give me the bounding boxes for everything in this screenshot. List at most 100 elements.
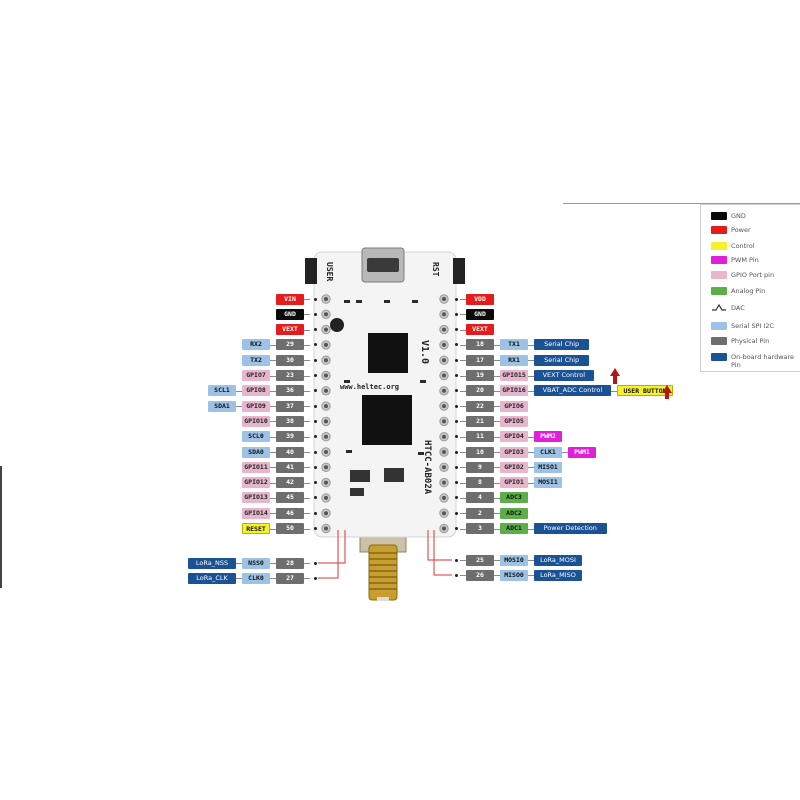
connector-line bbox=[494, 344, 500, 346]
pin-label-rx2: RX2 bbox=[242, 339, 270, 351]
pin-label-lora-miso: LoRa_MISO bbox=[534, 569, 582, 581]
connector-line bbox=[460, 436, 466, 438]
connector-line bbox=[460, 467, 466, 469]
connector-line bbox=[494, 436, 500, 438]
connector-line bbox=[270, 406, 276, 408]
connector-line bbox=[270, 436, 276, 438]
legend-label: Analog Pin bbox=[731, 287, 766, 295]
connector-line bbox=[460, 329, 466, 331]
connector-line bbox=[304, 344, 310, 346]
pin-dot bbox=[313, 358, 317, 362]
pin-dot bbox=[454, 297, 458, 301]
legend-label: On-board hardware Pin bbox=[731, 353, 795, 369]
pin-label-2: 2 bbox=[466, 507, 494, 519]
connector-line bbox=[304, 497, 310, 499]
pin-label-46: 46 bbox=[276, 507, 304, 519]
pin-dot bbox=[454, 558, 458, 562]
pin-label-gpio5: GPIO5 bbox=[500, 415, 528, 427]
connector-line bbox=[460, 560, 466, 561]
legend-swatch bbox=[711, 242, 727, 250]
legend-swatch bbox=[711, 226, 727, 234]
connector-line bbox=[494, 528, 500, 530]
connector-line bbox=[270, 513, 276, 515]
connector-line bbox=[494, 452, 500, 453]
lora-chip bbox=[362, 395, 412, 445]
connector-line bbox=[460, 528, 466, 530]
connector-line bbox=[494, 497, 500, 499]
pin-dot bbox=[454, 419, 458, 423]
pin-label-mosi0: MOSI0 bbox=[500, 554, 528, 566]
connector-line bbox=[270, 452, 276, 453]
pin-label-4: 4 bbox=[466, 492, 494, 504]
pin-dot bbox=[454, 450, 458, 454]
pin-dot bbox=[454, 435, 458, 439]
pin-label-19: 19 bbox=[466, 370, 494, 381]
connector-line bbox=[270, 482, 276, 484]
connector-line bbox=[494, 467, 500, 469]
pin-dot bbox=[313, 389, 317, 393]
pin-label-adc2: ADC2 bbox=[500, 507, 528, 519]
connector-line bbox=[304, 314, 310, 316]
legend-swatch bbox=[711, 271, 727, 279]
connector-line bbox=[460, 482, 466, 484]
pin-label-26: 26 bbox=[466, 569, 494, 581]
legend-label: Control bbox=[731, 242, 755, 250]
pin-label-tx1: TX1 bbox=[500, 339, 528, 351]
connector-line bbox=[270, 360, 276, 362]
pin-label-lora-clk: LoRa_CLK bbox=[188, 572, 236, 584]
legend-label: GND bbox=[731, 212, 746, 220]
connector-line bbox=[304, 390, 310, 392]
pin-label-sda1: SDA1 bbox=[208, 400, 236, 412]
pin-label-nss0: NSS0 bbox=[242, 557, 270, 569]
connector-line bbox=[494, 390, 500, 392]
pin-label-serial-chip: Serial Chip bbox=[534, 339, 590, 351]
connector-line bbox=[460, 375, 466, 377]
connector-line bbox=[270, 563, 276, 564]
connector-line bbox=[528, 482, 534, 484]
pin-label-gpio10: GPIO10 bbox=[242, 415, 270, 427]
pin-label-11: 11 bbox=[466, 431, 494, 443]
pin-dot bbox=[313, 527, 317, 530]
pin-label-27: 27 bbox=[276, 572, 304, 584]
connector-line bbox=[494, 406, 500, 408]
connector-line bbox=[270, 344, 276, 346]
pin-label-17: 17 bbox=[466, 354, 494, 366]
pin-label-rx1: RX1 bbox=[500, 354, 528, 366]
pin-label-reset: RESET bbox=[242, 523, 270, 534]
connector-line bbox=[304, 482, 310, 484]
pin-dot bbox=[454, 481, 458, 485]
connector-line bbox=[304, 360, 310, 362]
pin-dot bbox=[313, 328, 317, 332]
pin-dot bbox=[454, 511, 458, 515]
connector-line bbox=[528, 375, 534, 377]
pin-label-gpio6: GPIO6 bbox=[500, 400, 528, 412]
pin-label-vext-control: VEXT Control bbox=[534, 370, 594, 381]
connector-line bbox=[304, 436, 310, 438]
pin-label-miso1: MISO1 bbox=[534, 461, 562, 473]
pin-label-miso0: MISO0 bbox=[500, 569, 528, 581]
pin-dot bbox=[454, 496, 458, 500]
pin-label-adc1: ADC1 bbox=[500, 523, 528, 534]
connector-line bbox=[528, 467, 534, 469]
legend-label: PWM Pin bbox=[731, 256, 759, 264]
pin-label-tx2: TX2 bbox=[242, 354, 270, 366]
connector-line bbox=[236, 563, 242, 564]
pin-label-30: 30 bbox=[276, 354, 304, 366]
pin-label-vin: VIN bbox=[276, 293, 304, 305]
legend-swatch bbox=[711, 353, 727, 361]
pin-label-gpio9: GPIO9 bbox=[242, 400, 270, 412]
pin-label-sda0: SDA0 bbox=[242, 446, 270, 458]
pin-label-20: 20 bbox=[466, 385, 494, 397]
pin-label-scl0: SCL0 bbox=[242, 431, 270, 443]
connector-line bbox=[460, 390, 466, 392]
connector-line bbox=[304, 299, 310, 300]
pin-label-41: 41 bbox=[276, 461, 304, 473]
pin-label-gpio8: GPIO8 bbox=[242, 385, 270, 397]
connector-line bbox=[460, 299, 466, 300]
header-holes bbox=[321, 294, 449, 534]
connector-line bbox=[528, 390, 534, 392]
pin-label-vdd: VDD bbox=[466, 293, 494, 305]
connector-line bbox=[304, 467, 310, 469]
pin-label-39: 39 bbox=[276, 431, 304, 443]
